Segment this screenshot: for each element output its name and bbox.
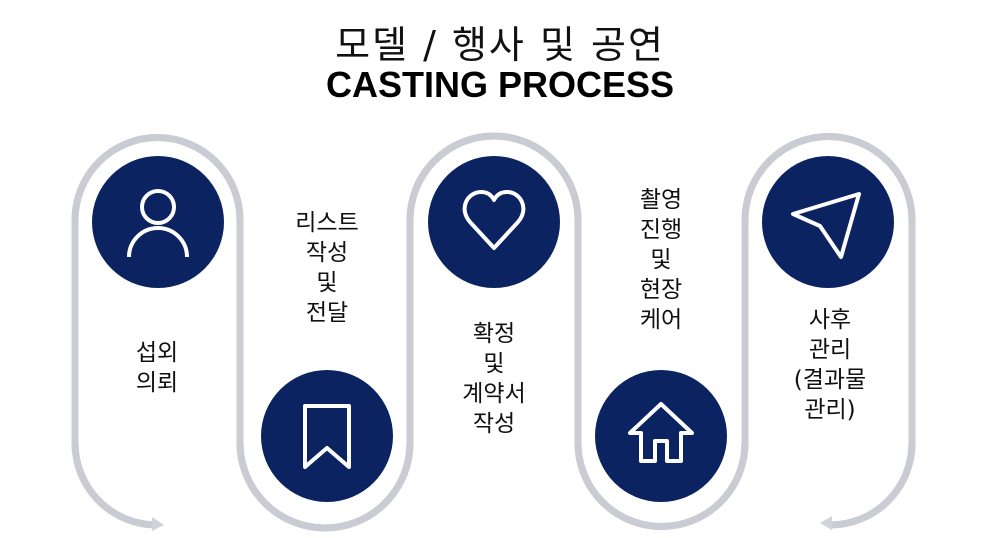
person-icon [127,189,189,258]
arrowhead-icon [152,517,164,531]
arrowhead-icon [820,516,832,530]
flow-pipe [71,136,916,528]
step-1-circle [92,156,224,288]
step-4-circle [595,370,727,502]
step-1-label: 섭외 의뢰 [135,340,179,396]
title: 모델 / 행사 및 공연 [335,23,665,67]
heart-icon [462,190,526,250]
send-icon [791,192,861,259]
bookmark-icon [303,404,351,469]
step-5-circle [762,156,894,288]
step-3-label: 확정 및 계약서 작성 [462,321,526,437]
step-2-label: 리스트 작성 및 전달 [295,210,359,326]
home-icon [628,402,694,463]
step-3-circle [428,156,560,288]
step-5-label: 사후 관리 (결과물 관리) [793,307,867,423]
subtitle: CASTING PROCESS [325,64,675,105]
step-4-label: 촬영 진행 및 현장 케어 [639,187,683,333]
step-2-circle [261,370,393,502]
